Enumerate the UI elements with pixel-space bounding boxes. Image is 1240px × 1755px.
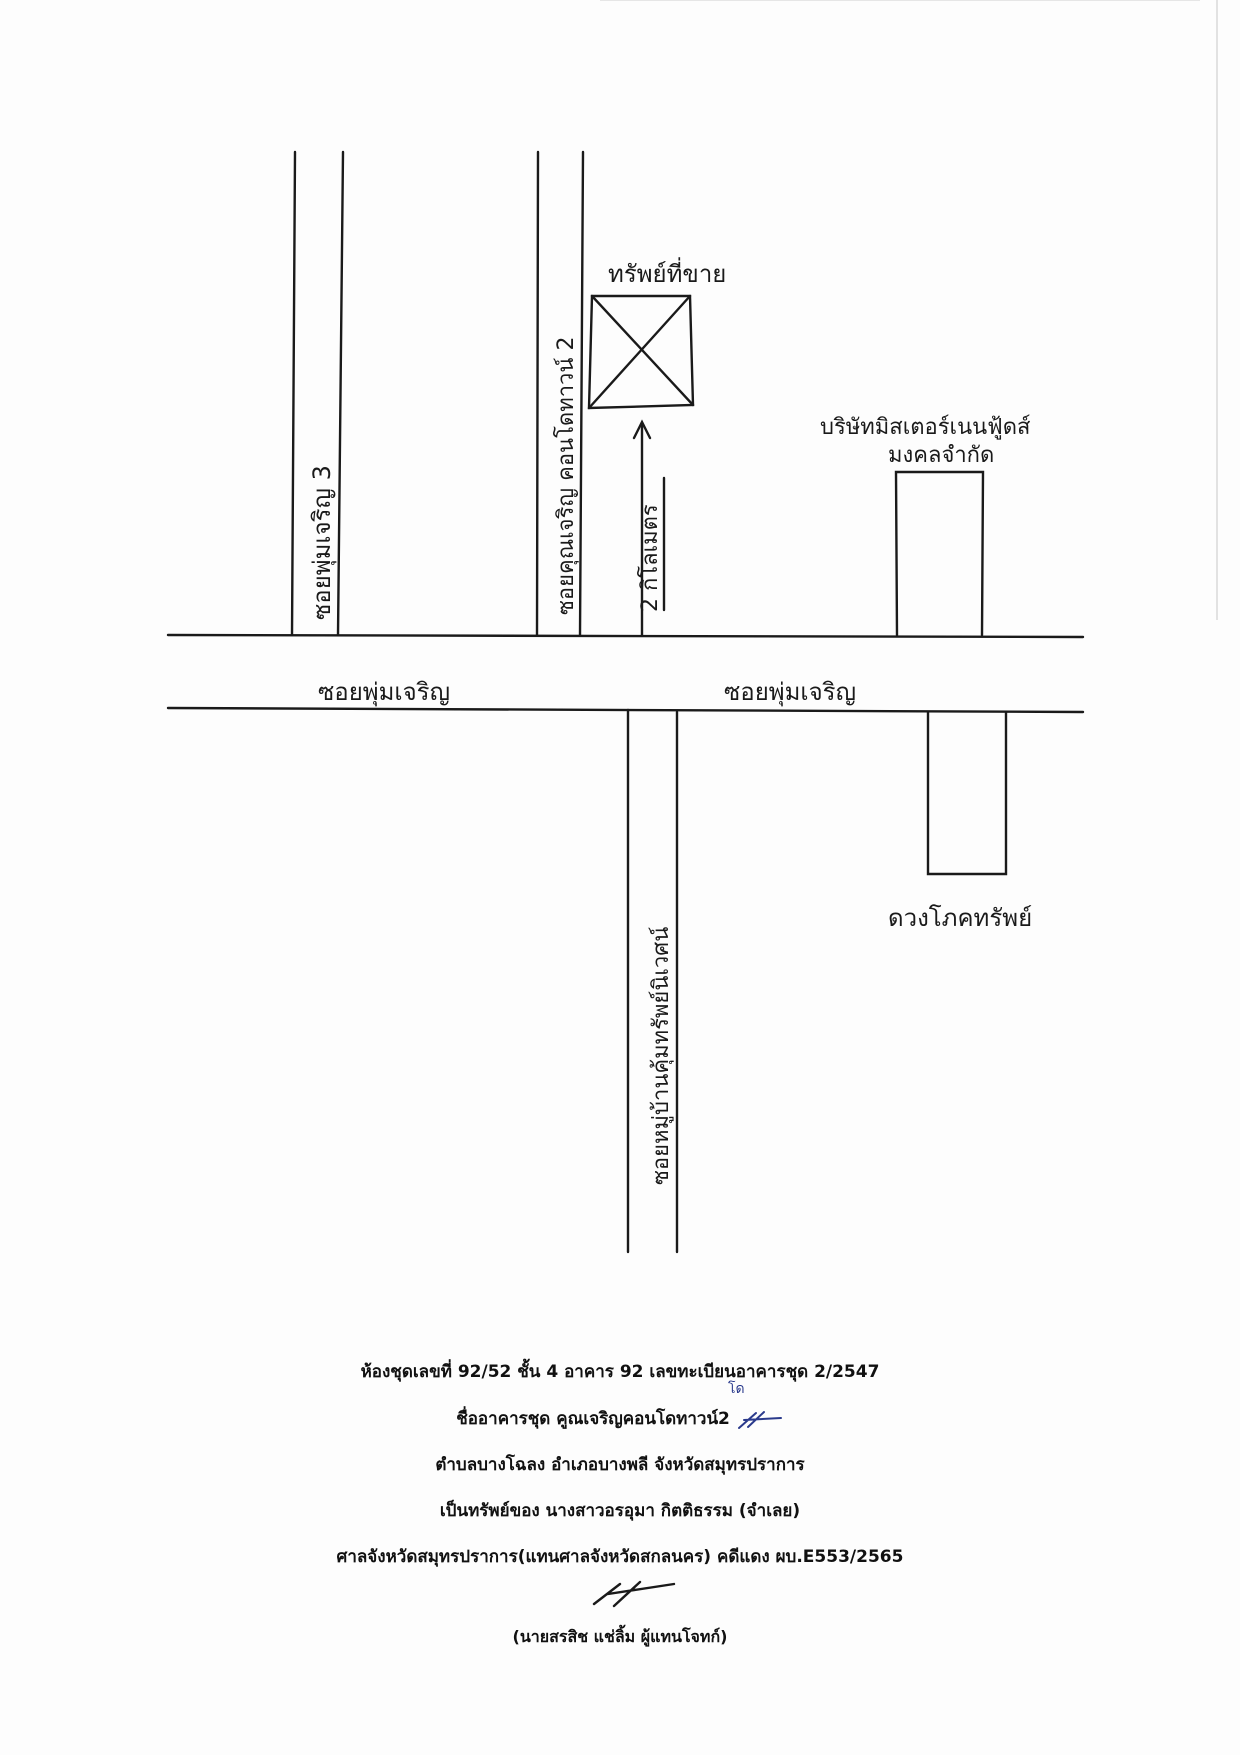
signer-name: (นายสรสิช แช่ลิ้ม ผู้แทนโจทก์): [512, 1627, 728, 1646]
main-road-top-edge: [166, 633, 1085, 639]
scan-edge-top: [600, 0, 1200, 1]
main-road-bottom-edge: [166, 706, 1085, 714]
initial-mark: [737, 1411, 782, 1429]
condo-name: ชื่ออาคารชุด คูณเจริญคอนโดทาวน์2: [456, 1409, 730, 1429]
label-company-sub: มงคลจำกัด: [888, 443, 994, 468]
label-distance: 2 กิโลเมตร: [637, 504, 663, 612]
caption-line-2: ชื่ออาคารชุด คูณเจริญคอนโดทาวน์2: [0, 1405, 1240, 1432]
caption-line-1: ห้องชุดเลขที่ 92/52 ชั้น 4 อาคาร 92 เลขท…: [360, 1362, 880, 1382]
side-road-2-left: [535, 150, 540, 637]
target-x-1: [590, 294, 695, 407]
label-company: บริษัทมิสเตอร์เนนฟู้ดส์: [820, 415, 1031, 440]
location-map: ซอยพุ่มเจริญ 3 ซอยคุณเจริญ คอนโดทาวน์ 2 …: [166, 150, 1085, 1254]
label-main-road-left: ซอยพุ่มเจริญ: [318, 678, 450, 707]
shop-building: [926, 710, 1008, 876]
label-side-road-1: ซอยพุ่มเจริญ 3: [308, 465, 337, 620]
scan-edge: [1216, 0, 1218, 620]
arrow-head: [632, 419, 652, 440]
side-road-1-left: [290, 150, 297, 637]
side-road-1-right: [336, 150, 345, 637]
caption-line-3: ตำบลบางโฉลง อำเภอบางพลี จังหวัดสมุทรปราก…: [435, 1455, 805, 1475]
company-building: [894, 470, 985, 637]
caption-line-5: ศาลจังหวัดสมุทรปราการ(แทนศาลจังหวัดสกลนค…: [336, 1547, 904, 1567]
side-road-2-right: [578, 150, 585, 637]
signature: [592, 1580, 676, 1608]
label-main-road-right: ซอยพุ่มเจริญ: [724, 678, 856, 707]
caption-line-4: เป็นทรัพย์ของ นางสาวอรอุมา กิตติธรรม (จำ…: [439, 1501, 801, 1521]
target-x-2: [587, 294, 692, 410]
correction-mark: โด: [728, 1381, 745, 1397]
label-target: ทรัพย์ที่ขาย: [608, 257, 726, 288]
label-south-road: ซอยหมู่บ้านคุ้มทรัพย์นิเวศน์: [649, 927, 674, 1185]
label-shop: ดวงโภคทรัพย์: [888, 904, 1032, 932]
label-side-road-2: ซอยคุณเจริญ คอนโดทาวน์ 2: [553, 337, 579, 615]
